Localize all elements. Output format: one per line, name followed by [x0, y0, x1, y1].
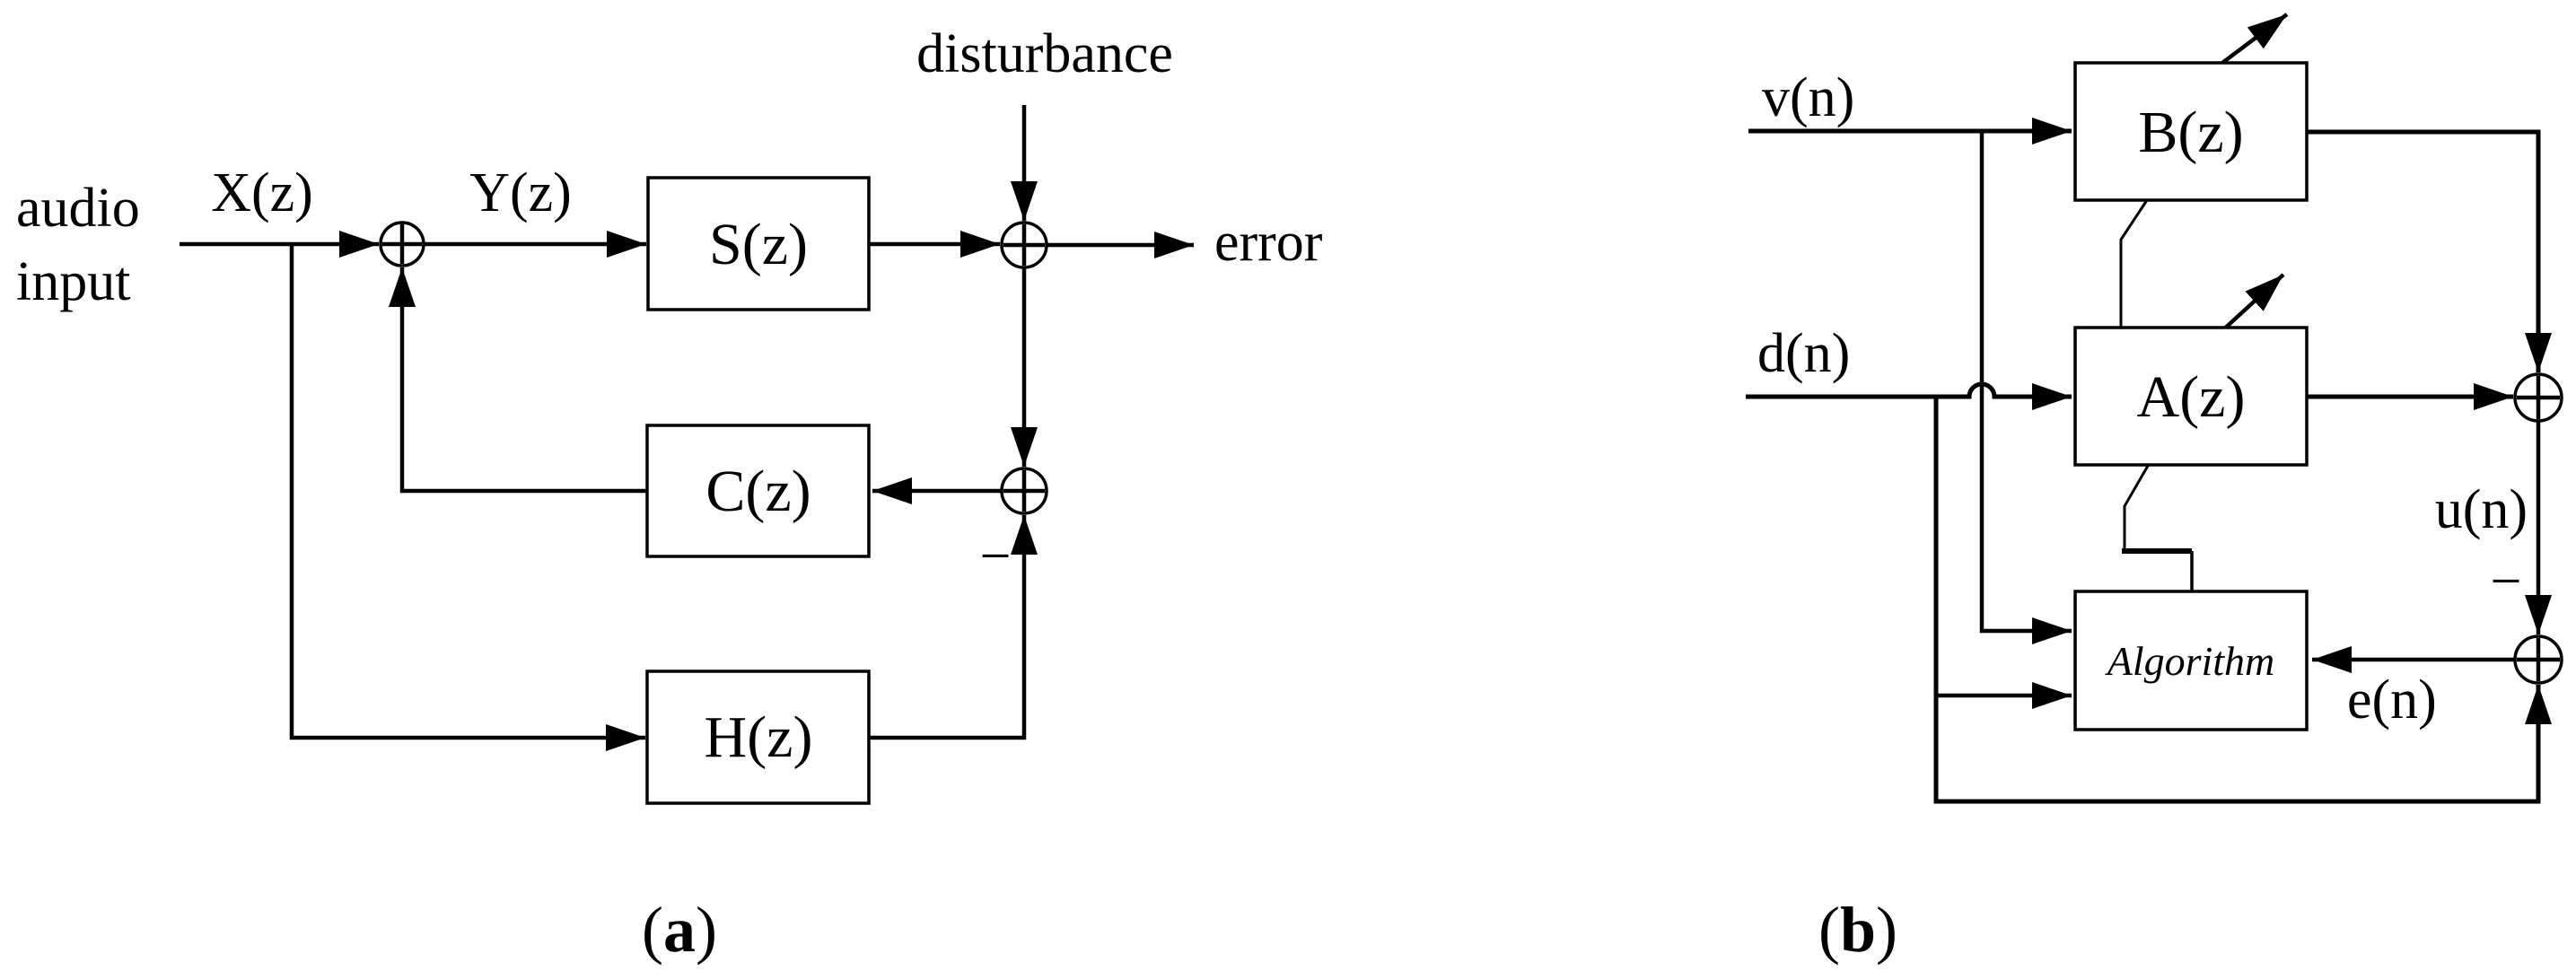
caption-b: (b): [1818, 894, 1897, 966]
v-signal-label: v(n): [1762, 67, 1854, 128]
az-control-link-upper: [2123, 465, 2150, 551]
bz-adaptive-arrow-icon: [2213, 13, 2289, 70]
panel-a: audio input disturbance error X(z) Y(z): [16, 23, 1323, 966]
hz-to-sum3-wire: [869, 515, 1038, 740]
x-signal-label: X(z): [211, 162, 313, 223]
caption-a: (a): [642, 894, 717, 966]
audio-input-label-line1: audio: [16, 178, 140, 239]
sum-plus-icon: [1003, 470, 1045, 512]
block-az-label: A(z): [2137, 364, 2246, 430]
caption-b-letter: b: [1840, 894, 1876, 966]
bz-output-wire: [2307, 129, 2552, 372]
caption-b-close: ): [1876, 894, 1897, 966]
minus-sign-b: −: [2491, 551, 2522, 612]
block-cz-label: C(z): [705, 459, 810, 524]
caption-b-open: (: [1818, 894, 1840, 966]
block-az: A(z): [2073, 326, 2309, 467]
minus-sign-a: −: [980, 526, 1012, 587]
block-cz: C(z): [645, 424, 871, 558]
sum-junction-input: [379, 221, 425, 267]
block-hz-label: H(z): [705, 704, 813, 770]
block-bz-label: B(z): [2138, 100, 2243, 165]
sum-junction-error: [2513, 634, 2563, 685]
sum-junction-difference: [1000, 467, 1048, 515]
audio-input-label-line2: input: [16, 251, 130, 312]
block-algorithm: Algorithm: [2073, 590, 2309, 731]
block-hz: H(z): [645, 669, 871, 805]
d-branch-bottom-feedback-wire: [1933, 397, 2552, 804]
panel-b: v(n) d(n) u(n) e(n) B(z) A(z): [1746, 13, 2563, 966]
caption-a-letter: a: [663, 894, 696, 966]
d-input-wire-with-hop: [1746, 381, 2072, 410]
y-signal-label: Y(z): [469, 162, 572, 223]
block-bz: B(z): [2073, 61, 2309, 202]
az-adaptive-arrow-icon: [2217, 273, 2285, 336]
input-branch-to-hz-wire: [289, 244, 645, 751]
cz-feedback-wire: [389, 267, 647, 494]
block-algorithm-label: Algorithm: [2105, 638, 2275, 684]
sum-junction-disturbance: [1000, 221, 1048, 269]
block-sz: S(z): [646, 176, 871, 311]
sum-junction-model-output: [2513, 372, 2563, 423]
disturbance-label: disturbance: [916, 23, 1173, 84]
sum-plus-icon: [2517, 638, 2560, 681]
v-branch-to-algorithm-wire: [1979, 131, 2072, 644]
d-signal-label: d(n): [1757, 323, 1850, 384]
caption-a-close: ): [696, 894, 717, 966]
error-label: error: [1214, 212, 1323, 273]
bz-to-az-control-link: [2119, 199, 2149, 328]
e-signal-label: e(n): [2347, 669, 2437, 731]
block-sz-label: S(z): [709, 212, 808, 277]
u-signal-label: u(n): [2435, 479, 2528, 540]
caption-a-open: (: [642, 894, 663, 966]
sum-plus-icon: [1003, 224, 1045, 266]
sum-plus-icon: [2517, 376, 2560, 419]
sum-plus-icon: [382, 224, 422, 264]
